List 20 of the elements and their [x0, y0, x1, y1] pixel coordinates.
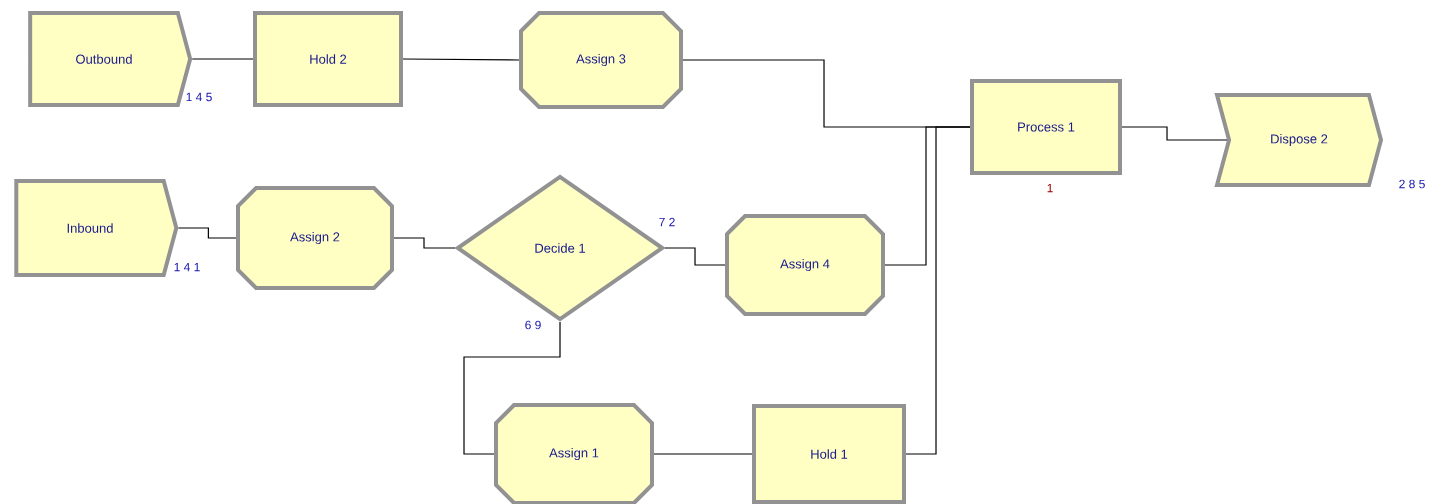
dispose-box: Dispose 2: [1214, 93, 1384, 187]
connector: [393, 237, 456, 249]
connector: [905, 126, 971, 455]
connector: [463, 321, 561, 455]
assign-box: Assign 1: [494, 403, 654, 504]
counter-label: 2 8 5: [1399, 179, 1425, 189]
connector: [1121, 126, 1228, 141]
connector: [177, 227, 237, 239]
counter-label: 1: [1047, 183, 1053, 193]
connector: [402, 58, 520, 61]
assign-box: Assign 3: [519, 11, 683, 109]
connector: [191, 58, 254, 60]
connector: [653, 453, 753, 455]
assign-box: Assign 2: [236, 186, 394, 290]
counter-label: 6 9: [525, 320, 541, 330]
hold-box: Hold 2: [253, 11, 403, 107]
process-box: Process 1: [970, 79, 1122, 175]
assign-box: Assign 4: [725, 214, 885, 316]
hold-box: Hold 1: [752, 404, 906, 504]
connector: [664, 247, 726, 266]
